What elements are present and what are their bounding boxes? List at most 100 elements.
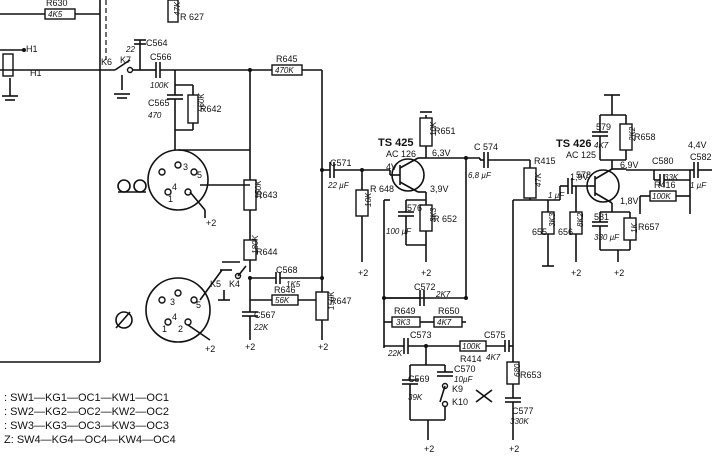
c570-label: C570 — [454, 364, 476, 374]
capacitor-c582: C582 1 µF 4,4V — [688, 140, 712, 190]
ts426-collector-voltage: 6,9V — [620, 160, 639, 170]
resistor-r642: 560K R642 — [175, 84, 222, 131]
tape-recorder-icon — [117, 179, 147, 193]
resistor-r645: 470K R645 — [250, 54, 323, 278]
transistor-ts426: TS 426 AC 125 1,9V 6,9V 1,8V — [556, 138, 639, 206]
capacitor-c564: C564 22 — [125, 38, 168, 71]
c570-value: 10µF — [454, 375, 474, 384]
r416-label: R416 — [654, 180, 676, 190]
resistor-r627: 47K R 627 — [167, 0, 204, 23]
capacitor-c576: 576 100 µF — [386, 199, 426, 246]
k10-label: K10 — [452, 397, 468, 407]
r647-supply: +2 — [318, 342, 328, 352]
r655-label: 655 — [532, 227, 547, 237]
ts426-supply: +2 — [614, 268, 624, 278]
r656-label: 656 — [558, 227, 573, 237]
c582-value: 1 µF — [690, 181, 707, 190]
c582-label: C582 — [690, 152, 712, 162]
resistor-r653: 680 R653 — [506, 200, 542, 398]
legend-row-1: : SW1—KG1—OC1—KW1—OC1 — [4, 392, 169, 404]
resistor-r644: 180K R644 — [243, 235, 278, 272]
h1-label-bottom: H1 — [30, 68, 42, 78]
microphone-icon — [115, 311, 133, 329]
c566-value: 100K — [150, 81, 169, 90]
r646-label: R646 — [274, 285, 296, 295]
din-connector-tape: 3 5 4 1 +2 — [147, 130, 216, 228]
k5-label: K5 — [210, 279, 221, 289]
c578-value: 1 µF — [548, 191, 565, 200]
transistor-ts425: TS 425 AC 126 4V 6,3V 3,9V — [378, 137, 451, 194]
r644-label: R644 — [256, 247, 278, 257]
switch-legend: : SW1—KG1—OC1—KW1—OC1 : SW2—KG2—OC2—KW2—… — [4, 392, 176, 446]
r656-value: 8K2 — [576, 212, 585, 227]
c569-value: 39K — [408, 393, 423, 402]
c572-value: 2K7 — [435, 290, 451, 299]
c567-value: 22K — [253, 323, 269, 332]
mic-pin-4: 4 — [172, 312, 177, 322]
capacitor-c579: 579 4K7 — [592, 115, 611, 160]
r630-value: 4K5 — [48, 10, 63, 19]
r643-label: R643 — [256, 190, 278, 200]
resistor-r657: 1K R657 — [623, 212, 660, 250]
ts426-type: AC 125 — [566, 150, 596, 160]
c577-supply: +2 — [509, 444, 519, 454]
c575-label: C575 — [484, 330, 506, 340]
c577-label: C577 — [512, 406, 534, 416]
resistor-r648: 10K R 648 +2 — [355, 170, 394, 278]
c576-value: 100 µF — [386, 227, 412, 236]
switch-k5-k4: K5 K4 — [210, 261, 247, 301]
r416-value: 100K — [652, 192, 671, 201]
mic-pin-5: 5 — [196, 300, 201, 310]
capacitor-c572: C572 2K7 — [384, 282, 451, 306]
c566-label: C566 — [150, 52, 172, 62]
r630-label: R630 — [46, 0, 68, 8]
capacitor-c580: C580 33K — [652, 156, 690, 186]
r652-value: 3K3 — [429, 207, 438, 222]
mic-supply: +2 — [205, 344, 215, 354]
r655-value: 3K3 — [548, 212, 557, 227]
capacitor-c565: C565 470 — [148, 70, 183, 130]
c581-value: 330 µF — [594, 233, 620, 242]
tape-pin-3: 3 — [183, 162, 188, 172]
ts425-type: AC 126 — [386, 149, 416, 159]
c567-label: C567 — [254, 310, 276, 320]
r414-value: 100K — [462, 342, 481, 351]
r658-label: R658 — [634, 132, 656, 142]
capacitor-c567: C567 22K +2 — [242, 300, 276, 352]
resistor-r415: 47K R415 — [513, 156, 560, 201]
c567-supply: +2 — [245, 342, 255, 352]
r642-value: 560K — [197, 93, 206, 112]
r643-value: 150K — [254, 180, 263, 199]
resistor-r414: 100K R414 — [459, 340, 505, 364]
r656-supply: +2 — [571, 268, 581, 278]
capacitor-c581: 581 330 µF — [592, 212, 620, 250]
r651-label: R651 — [434, 126, 456, 136]
ts425-collector-voltage: 6,3V — [432, 148, 451, 158]
ts426-label: TS 426 — [556, 138, 591, 150]
resistor-r652: 3K3 R 652 +2 — [418, 191, 457, 278]
c564-value: 22 — [125, 45, 135, 54]
ts425-base-voltage: 4V — [386, 162, 397, 172]
switch-k7: K7 — [114, 55, 134, 99]
resistor-r647: 150K R647 +2 — [315, 278, 352, 352]
din-connector-microphone: 3 5 4 2 1 +2 — [145, 269, 223, 354]
r651-value: 10K — [429, 121, 438, 136]
legend-row-3: : SW3—KG3—OC3—KW3—OC3 — [4, 420, 169, 432]
c579-label: 579 — [596, 122, 611, 132]
mic-pin-1: 1 — [162, 324, 167, 334]
c581-label: 581 — [594, 212, 609, 222]
c569-supply: +2 — [424, 444, 434, 454]
capacitor-c577: C577 330K +2 — [505, 397, 534, 454]
c568-label: C568 — [276, 265, 298, 275]
r650-value: 4K7 — [437, 318, 452, 327]
r646-value: 56K — [275, 296, 290, 305]
ts426-emitter-voltage: 1,8V — [620, 196, 639, 206]
r627-label: R 627 — [180, 12, 204, 22]
tape-supply: +2 — [206, 218, 216, 228]
capacitor-c574: C 574 6,8 µF — [468, 142, 530, 180]
legend-row-4: Z: SW4—KG4—OC4—KW4—OC4 — [4, 434, 176, 446]
c571-value: 22 µF — [327, 181, 350, 190]
r645-value: 470K — [275, 66, 294, 75]
mic-pin-2: 2 — [178, 324, 183, 334]
